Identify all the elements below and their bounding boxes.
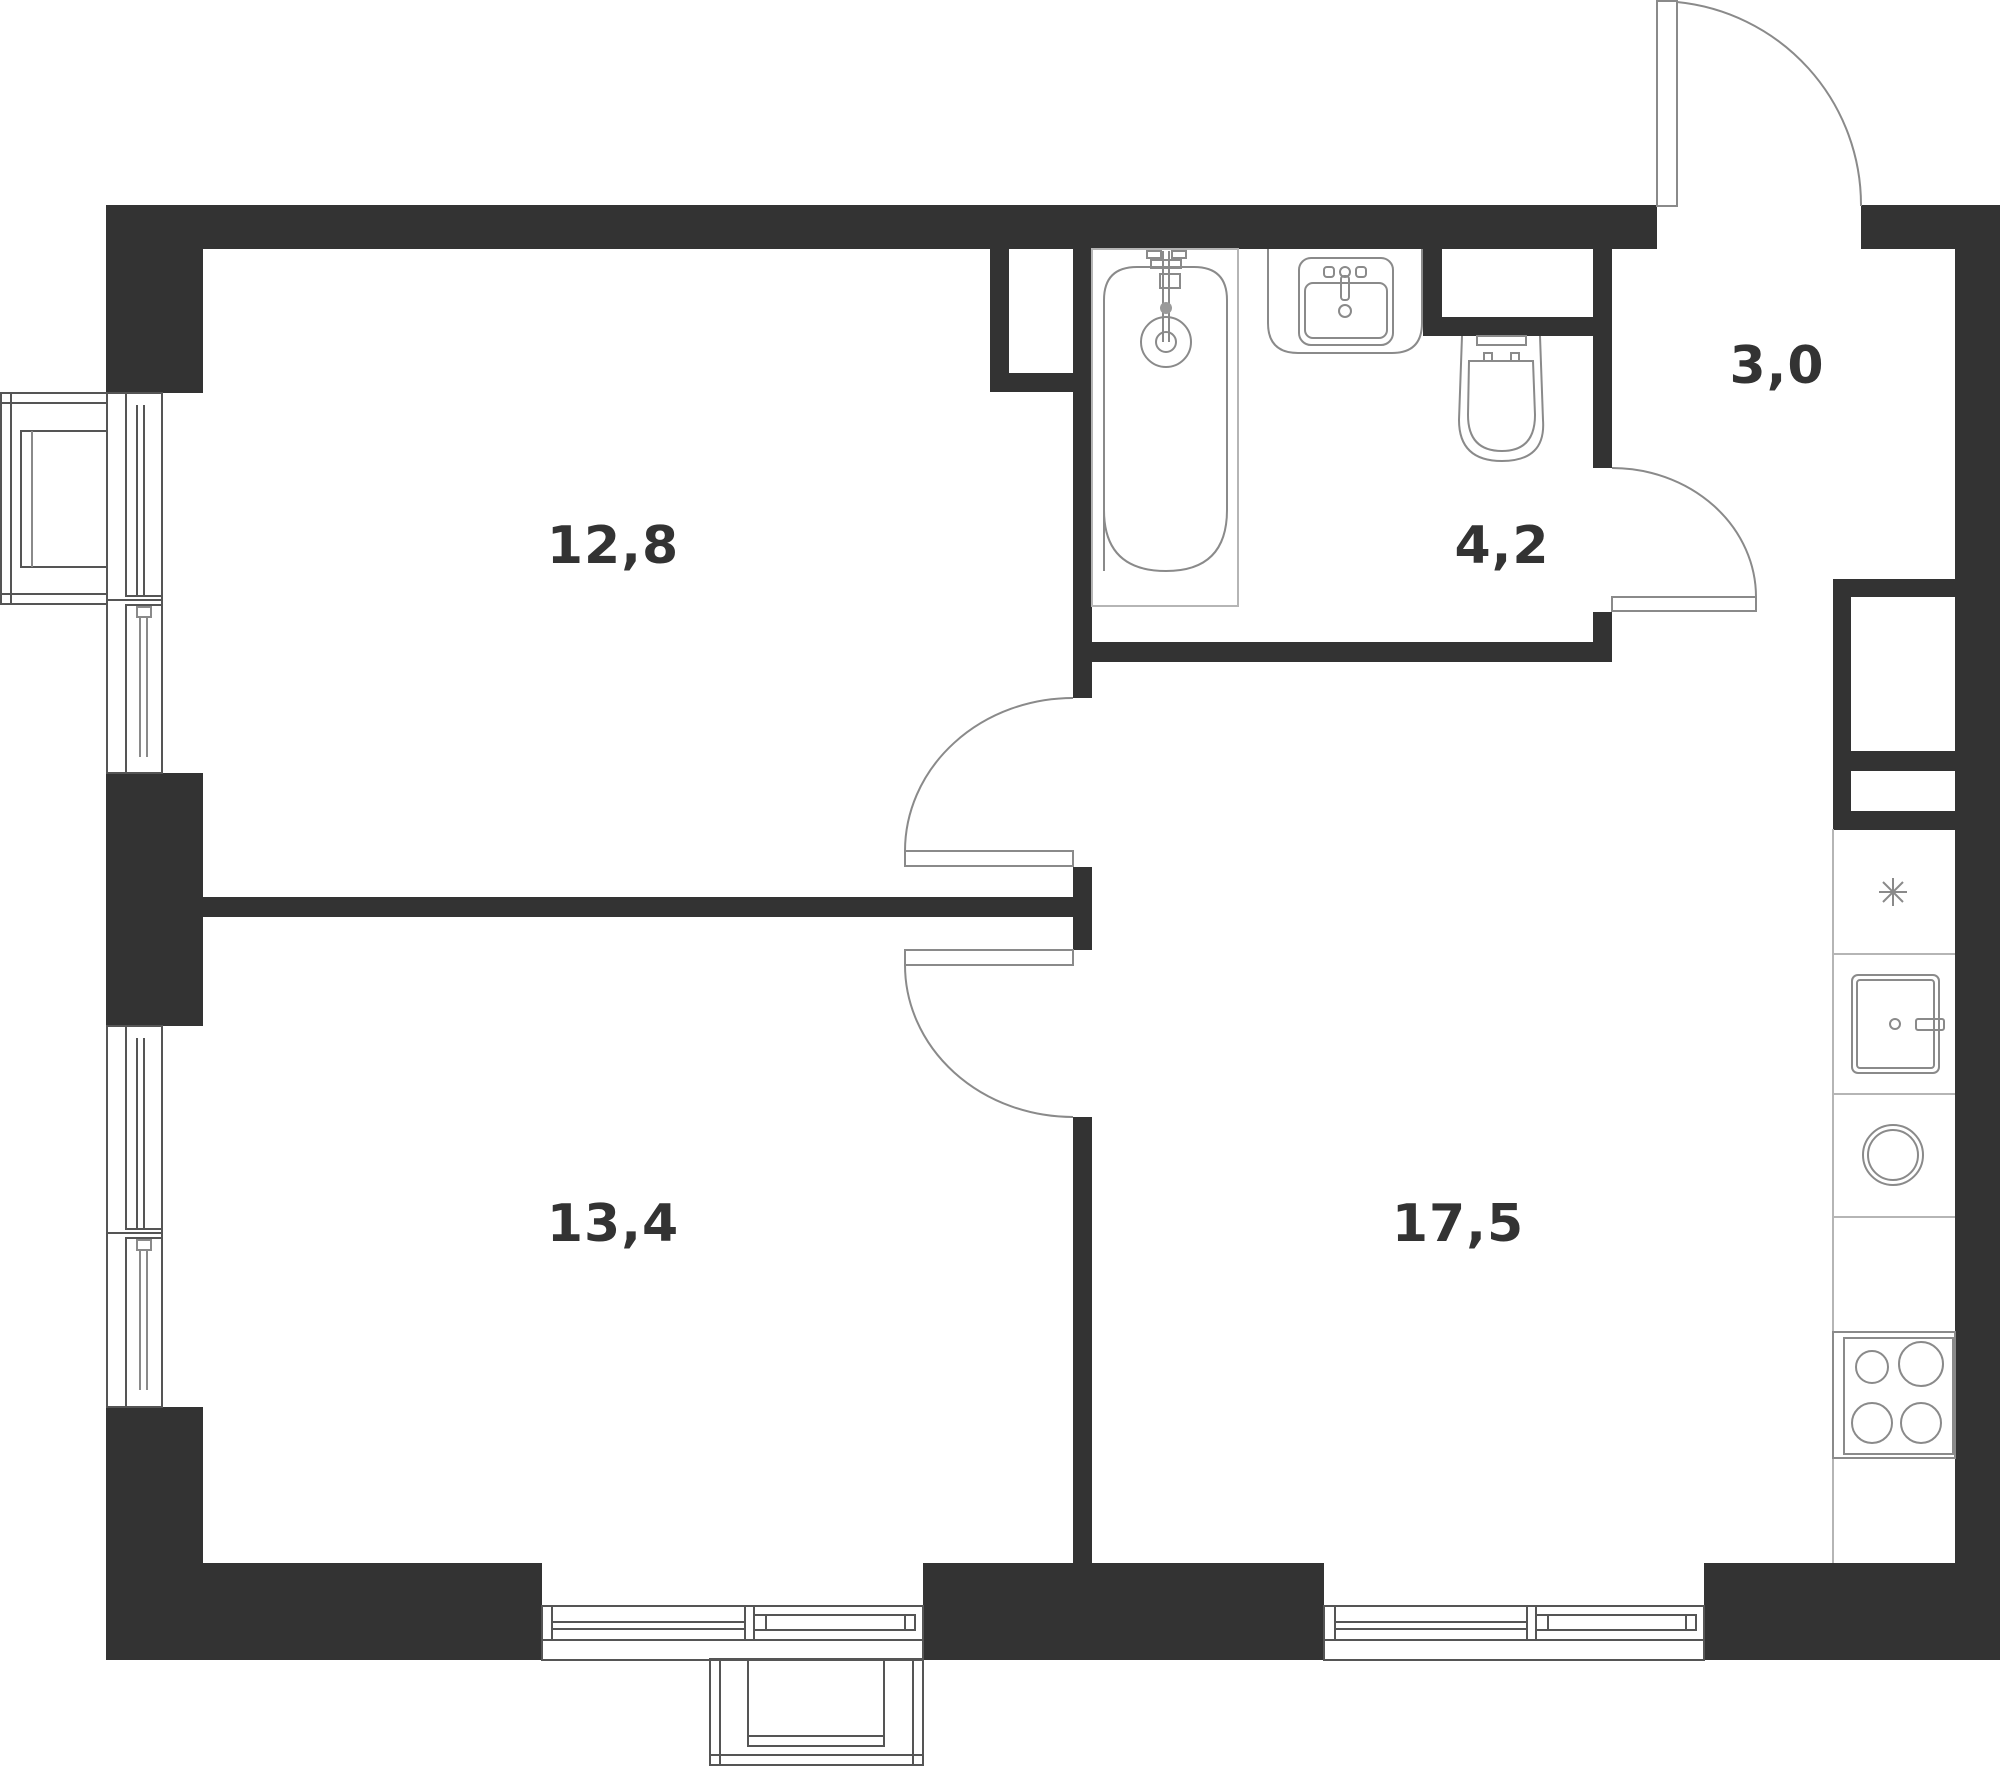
- room-area-bedroom-1: 12,8: [546, 516, 680, 576]
- bedroom-1-door[interactable]: [904, 697, 1074, 867]
- bathroom-door[interactable]: [1611, 467, 1757, 612]
- kitchen-counter: [1832, 829, 1955, 1563]
- interior-walls: [203, 249, 1955, 1563]
- room-area-hallway: 3,0: [1729, 336, 1825, 396]
- washbasin-icon: [1267, 249, 1423, 354]
- bedroom-2-door[interactable]: [904, 949, 1074, 1118]
- ac-unit-bottom: [709, 1658, 924, 1766]
- room-area-kitchen-living: 17,5: [1391, 1194, 1525, 1254]
- room-area-bathroom: 4,2: [1454, 516, 1550, 576]
- bathtub-icon: [1091, 248, 1239, 607]
- range-hood-icon: [1879, 878, 1907, 906]
- outer-walls: [106, 205, 2000, 1660]
- washing-machine-icon: [1862, 1124, 1924, 1186]
- kitchen-sink-icon: [1851, 974, 1945, 1074]
- entry-door[interactable]: [1656, 0, 1863, 207]
- room-area-bedroom-2: 13,4: [546, 1194, 680, 1254]
- cooktop-icon: [1832, 1331, 1956, 1459]
- window-bottom-right: [1323, 1605, 1705, 1661]
- window-left-upper: [106, 392, 163, 774]
- window-left-lower: [106, 1025, 163, 1408]
- toilet-icon: [1457, 335, 1545, 463]
- ac-unit-left: [0, 392, 108, 605]
- window-bottom-left: [541, 1605, 924, 1661]
